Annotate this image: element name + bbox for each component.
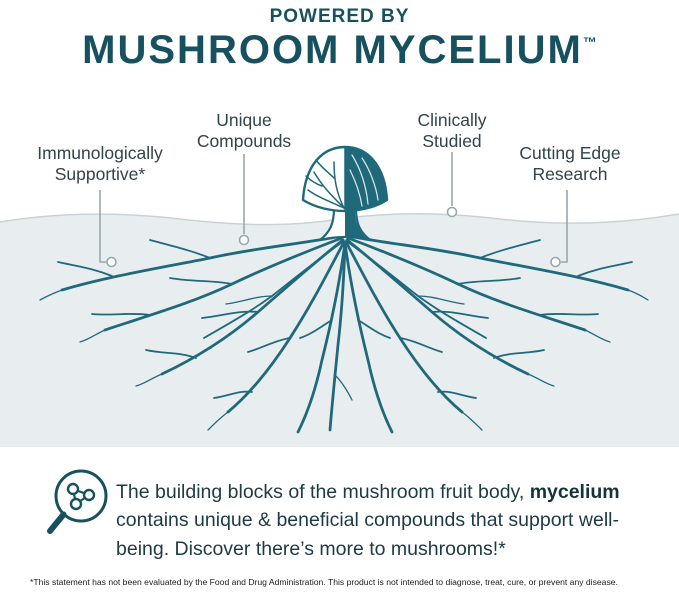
callout-unique-compounds: Unique Compounds [196, 110, 292, 152]
callout-connectors [99, 152, 568, 268]
callout-node-immunologically [106, 256, 117, 268]
mushroom-illustration [301, 145, 389, 242]
magnifier-molecule-icon [47, 469, 108, 534]
page-title: MUSHROOM MYCELIUM™ [0, 28, 679, 73]
body-text-after: contains unique & beneficial compounds t… [116, 509, 619, 560]
callout-node-clinically-studied [446, 206, 458, 218]
mycelium-roots [39, 234, 649, 434]
body-text-mycelium: mycelium [529, 480, 620, 503]
eyebrow-text: POWERED BY [269, 6, 410, 27]
body-text-before: The building blocks of the mushroom frui… [116, 480, 530, 503]
body-paragraph: The building blocks of the mushroom frui… [116, 478, 656, 564]
callout-immunologically-supportive: Immunologically Supportive* [37, 143, 163, 185]
callout-clinically-studied: Clinically Studied [417, 110, 487, 152]
fda-disclaimer: *This statement has not been evaluated b… [30, 577, 618, 587]
trademark-symbol: ™ [582, 34, 597, 50]
callout-cutting-edge-research: Cutting Edge Research [519, 143, 621, 185]
title-text: MUSHROOM MYCELIUM [82, 28, 583, 72]
callout-node-unique-compounds [238, 234, 250, 246]
callout-node-cutting-edge [550, 256, 561, 268]
